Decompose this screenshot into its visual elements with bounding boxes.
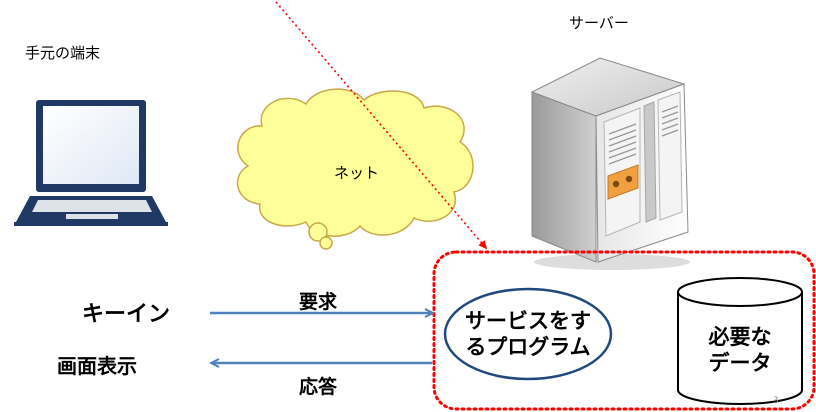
database-icon xyxy=(677,277,803,405)
network-label: ネット xyxy=(334,164,380,182)
response-label: 応答 xyxy=(299,376,338,398)
request-label: 要求 xyxy=(299,291,338,313)
data-label-line1: 必要な xyxy=(708,324,772,349)
terminal-label: 手元の端末 xyxy=(25,44,101,62)
program-ellipse xyxy=(443,287,613,381)
server-icon xyxy=(530,57,690,270)
program-label: サービスをす るプログラム xyxy=(452,302,604,366)
screen-display-label: 画面表示 xyxy=(57,354,137,378)
network-cloud-icon xyxy=(236,88,474,250)
page-number: 3 xyxy=(773,396,779,406)
pointer-line xyxy=(275,1,488,250)
program-label-line2: るプログラム xyxy=(465,335,591,359)
server-region xyxy=(432,250,816,411)
program-label-line1: サービスをす xyxy=(465,308,591,333)
key-input-label: キーイン xyxy=(82,302,171,327)
laptop-icon xyxy=(14,100,168,226)
data-label-line2: データ xyxy=(708,351,772,375)
data-label: 必要な データ xyxy=(688,318,792,382)
server-label: サーバー xyxy=(569,14,629,32)
